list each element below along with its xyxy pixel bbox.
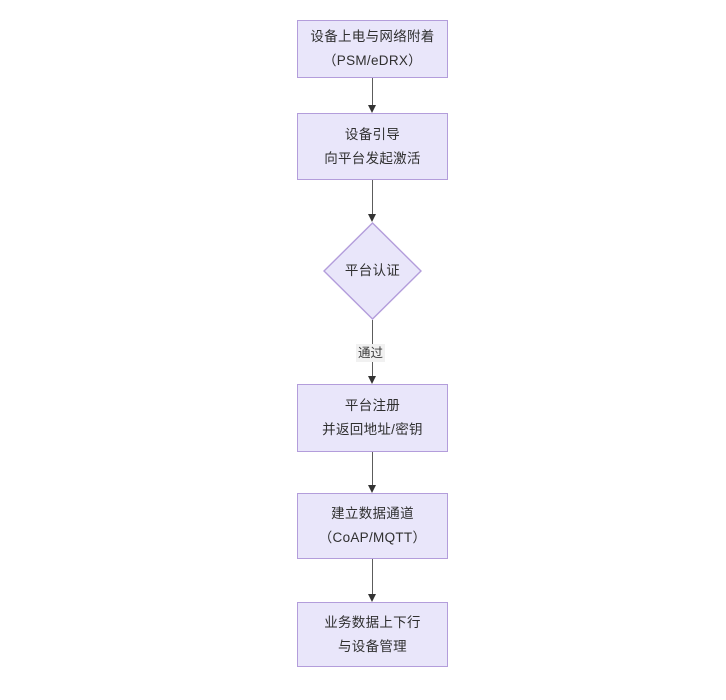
flow-node-device-bootstrap[interactable]: 设备引导 向平台发起激活 [297, 113, 448, 180]
edge-line [372, 452, 373, 485]
flow-node-label: 设备引导 向平台发起激活 [324, 126, 421, 166]
edge-arrowhead [368, 105, 376, 113]
flow-node-establish-data-channel[interactable]: 建立数据通道 （CoAP/MQTT） [297, 493, 448, 559]
edge-line [372, 78, 373, 105]
edge-arrowhead [368, 214, 376, 222]
diamond-shape-icon [323, 222, 422, 320]
flow-node-platform-registration[interactable]: 平台注册 并返回地址/密钥 [297, 384, 448, 452]
flow-node-label: 平台认证 [344, 263, 401, 278]
flow-node-platform-auth-decision[interactable]: 平台认证 [323, 222, 422, 320]
flow-node-label: 建立数据通道 （CoAP/MQTT） [318, 506, 427, 545]
edge-arrowhead [368, 485, 376, 493]
edge-arrowhead [368, 376, 376, 384]
flow-node-label: 设备上电与网络附着 （PSM/eDRX） [310, 29, 435, 68]
flow-node-business-data-and-device-management[interactable]: 业务数据上下行 与设备管理 [297, 602, 448, 667]
edge-arrowhead [368, 594, 376, 602]
edge-line [372, 559, 373, 594]
flow-edge-label-pass: 通过 [356, 344, 386, 362]
flow-node-label: 平台注册 并返回地址/密钥 [322, 398, 423, 437]
flow-node-device-power-on[interactable]: 设备上电与网络附着 （PSM/eDRX） [297, 20, 448, 78]
edge-line [372, 180, 373, 214]
flow-node-label: 业务数据上下行 与设备管理 [324, 614, 421, 654]
